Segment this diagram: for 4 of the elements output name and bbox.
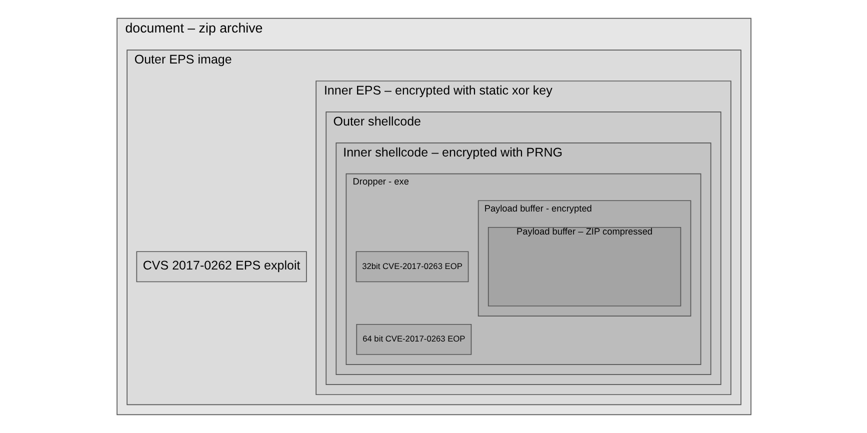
node-box: 64 bit CVE-2017-0263 EOP — [356, 324, 472, 355]
node-box: Payload buffer – ZIP compressed — [487, 226, 681, 306]
node-box: 32bit CVE-2017-0263 EOP — [355, 251, 468, 282]
node-box: CVS 2017-0262 EPS exploit — [136, 251, 306, 282]
